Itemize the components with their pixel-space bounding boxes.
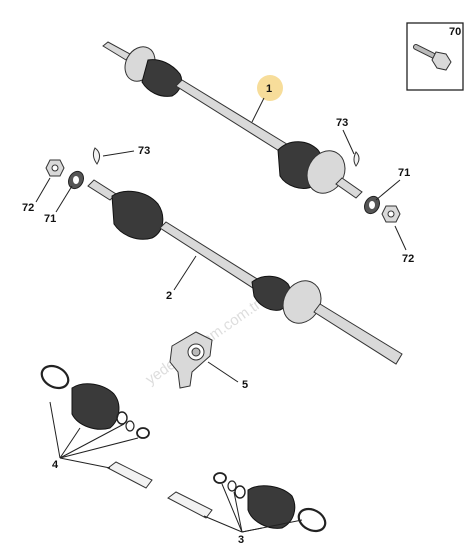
callout-label-1: 1 <box>266 83 272 95</box>
callout-label-2: 2 <box>166 290 172 302</box>
callout-label-71-right: 71 <box>398 167 410 179</box>
bearing-bracket <box>169 331 213 389</box>
callout-leader-73-right <box>342 129 355 155</box>
callout-leader-72-right <box>394 225 407 251</box>
inset-box-bolt: 70 <box>406 22 464 91</box>
callout-label-5: 5 <box>242 379 248 391</box>
left-castle-nut <box>45 159 65 177</box>
callout-leader-71-left <box>55 185 73 213</box>
callout-label-72-right: 72 <box>402 253 414 265</box>
callout-leader-2 <box>173 255 197 291</box>
right-castle-nut <box>381 205 401 223</box>
callout-highlight-1 <box>257 75 283 101</box>
callout-label-3: 3 <box>238 534 244 546</box>
boot-kit-3 <box>167 472 327 533</box>
callout-leader-71-right <box>375 179 401 201</box>
callout-leaders-3 <box>203 483 303 533</box>
callout-label-70: 70 <box>449 26 461 38</box>
callout-label-4: 4 <box>52 459 59 471</box>
bolt-icon <box>413 44 452 71</box>
callout-leader-5 <box>207 361 239 383</box>
callout-leaders-4 <box>49 401 139 469</box>
callout-leader-72-left <box>35 177 51 203</box>
boot-kit-4 <box>40 364 153 489</box>
callout-leader-1 <box>251 97 265 123</box>
right-washer <box>364 195 380 215</box>
left-cotter-pin <box>92 147 101 165</box>
callout-label-71-left: 71 <box>44 213 56 225</box>
callout-leader-73-top <box>102 150 135 157</box>
driveshaft-1 <box>102 41 363 199</box>
left-washer <box>68 170 84 190</box>
callout-label-73-right: 73 <box>336 117 348 129</box>
callout-label-72-left: 72 <box>22 202 34 214</box>
right-cotter-pin <box>353 151 360 167</box>
driveshaft-2 <box>87 179 403 365</box>
callout-label-73-top: 73 <box>138 145 150 157</box>
